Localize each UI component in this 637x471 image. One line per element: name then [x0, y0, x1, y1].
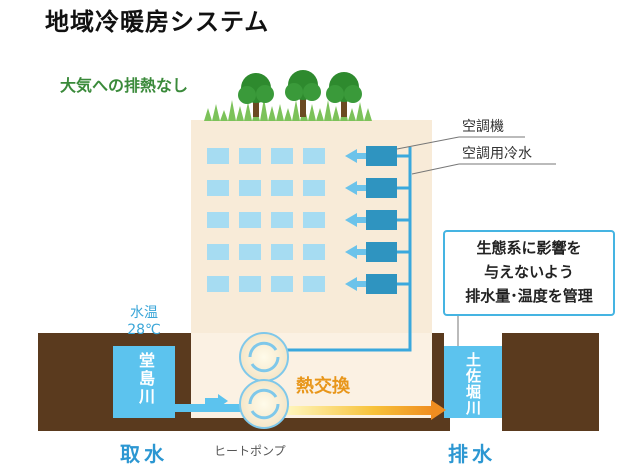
river-right: [444, 346, 502, 418]
eco-management-note: 生態系に影響を 与えないよう 排水量･温度を管理: [443, 230, 615, 316]
discharge-arrow-icon: [285, 400, 446, 420]
heat-pump-icon: [239, 332, 289, 429]
intake-label: 取水: [120, 442, 168, 466]
eco-note-line: 排水量･温度を管理: [465, 287, 593, 305]
water-temp-label: 水温: [130, 305, 158, 321]
water-temperature: 水温 28℃: [113, 305, 175, 339]
heat-pump-label: ヒートポンプ: [214, 444, 286, 458]
chilled-water-pipe: [287, 147, 412, 352]
river-left-name: 堂島川: [136, 352, 155, 406]
eco-note-line: 生態系に影響を: [476, 239, 582, 257]
page-title: 地域冷暖房システム: [45, 8, 270, 36]
intake-pipe: [175, 394, 245, 412]
basement: [191, 333, 432, 418]
no-heat-label: 大気への排熱なし: [60, 76, 189, 95]
discharge-label: 排水: [448, 442, 496, 466]
callout-leaders: [396, 136, 556, 346]
ac-unit-label: 空調機: [462, 119, 504, 135]
river-right-name: 土佐堀川: [464, 352, 482, 416]
cool-air-arrow-icons: [345, 149, 366, 291]
eco-note-line: 与えないよう: [484, 263, 574, 281]
rooftop-greenery: [204, 70, 372, 121]
ac-unit-icons: [366, 146, 397, 294]
tree-icon: [285, 70, 321, 117]
river-left: [113, 346, 175, 418]
ac-water-label: 空調用冷水: [462, 146, 532, 162]
tree-icon: [326, 72, 362, 117]
tree-icon: [238, 73, 274, 117]
water-temp-value: 28℃: [127, 322, 161, 338]
building-windows: [207, 148, 325, 292]
heat-exchange-label: 熱交換: [296, 376, 350, 397]
